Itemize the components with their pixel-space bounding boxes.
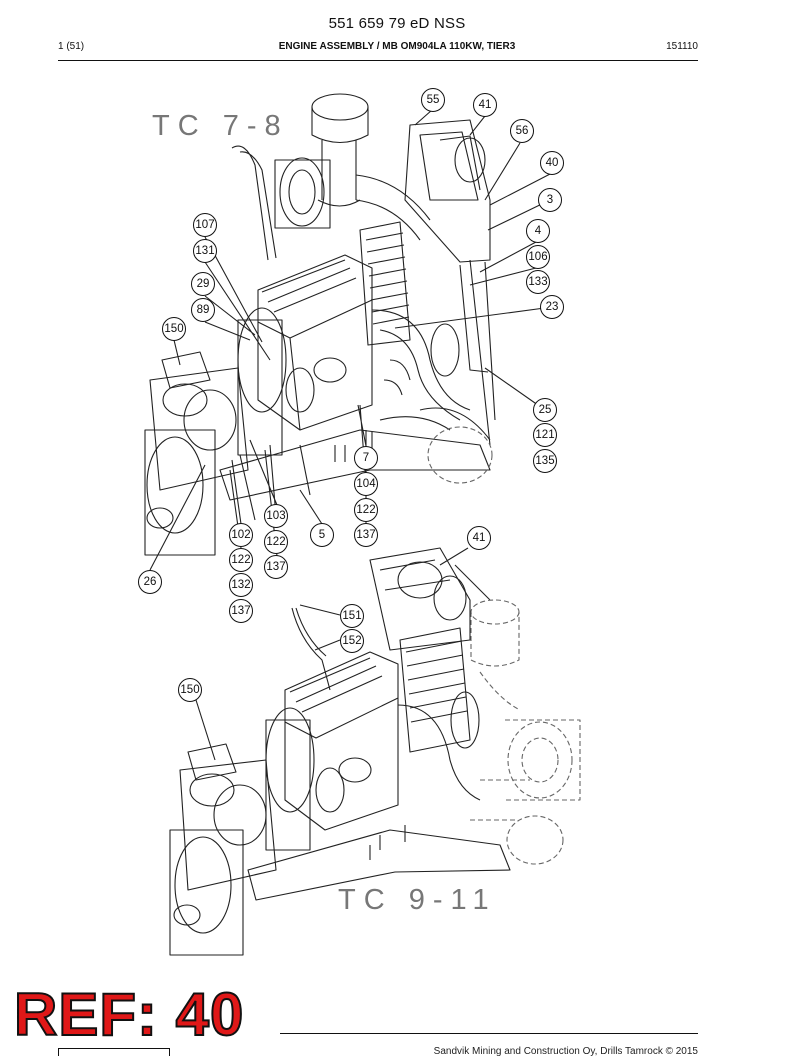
callout-121[interactable]: 121 [533,423,557,447]
callout-150[interactable]: 150 [162,317,186,341]
callout-89[interactable]: 89 [191,298,215,322]
callout-102[interactable]: 102 [229,523,253,547]
page-number: 1 (51) [58,41,85,52]
view-label-upper: TC 7-8 [152,110,289,142]
callout-23[interactable]: 23 [540,295,564,319]
callout-106[interactable]: 106 [526,245,550,269]
callout-131[interactable]: 131 [193,239,217,263]
callout-122-b[interactable]: 122 [264,530,288,554]
view-label-lower: TC 9-11 [338,884,497,916]
callout-122[interactable]: 122 [354,498,378,522]
callout-26[interactable]: 26 [138,570,162,594]
ref-stamp: REF: 40 [13,981,245,1048]
callout-150-b[interactable]: 150 [178,678,202,702]
callout-152[interactable]: 152 [340,629,364,653]
callout-5[interactable]: 5 [310,523,334,547]
callout-137[interactable]: 137 [354,523,378,547]
callout-137-b[interactable]: 137 [264,555,288,579]
callout-151[interactable]: 151 [340,604,364,628]
callout-3[interactable]: 3 [538,188,562,212]
callout-104[interactable]: 104 [354,472,378,496]
callout-41-b[interactable]: 41 [467,526,491,550]
document-title: 551 659 79 eD NSS [328,15,466,32]
callout-133[interactable]: 133 [526,270,550,294]
header-rule [58,60,698,61]
callout-137-c[interactable]: 137 [229,599,253,623]
date-code: 151110 [666,41,698,52]
callout-56[interactable]: 56 [510,119,534,143]
callout-25[interactable]: 25 [533,398,557,422]
callout-4[interactable]: 4 [526,219,550,243]
callout-132[interactable]: 132 [229,573,253,597]
footer-rule [280,1033,698,1034]
callout-41[interactable]: 41 [473,93,497,117]
callout-55[interactable]: 55 [421,88,445,112]
callout-29[interactable]: 29 [191,272,215,296]
callout-103[interactable]: 103 [264,504,288,528]
callout-135[interactable]: 135 [533,449,557,473]
company-logo [58,1048,170,1056]
footer-copyright: Sandvik Mining and Construction Oy, Dril… [433,1046,698,1057]
assembly-title: ENGINE ASSEMBLY / MB OM904LA 110KW, TIER… [278,41,516,52]
callout-40[interactable]: 40 [540,151,564,175]
callout-7[interactable]: 7 [354,446,378,470]
callout-122-c[interactable]: 122 [229,548,253,572]
callout-107[interactable]: 107 [193,213,217,237]
